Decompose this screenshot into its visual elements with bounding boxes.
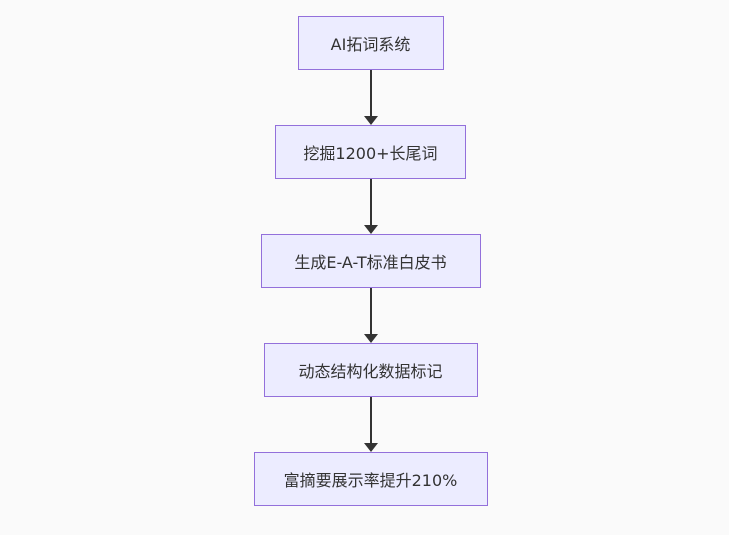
flow-node-label: 挖掘1200+长尾词 (303, 144, 438, 163)
arrow-shaft (369, 397, 372, 443)
arrow-down-connector (363, 397, 378, 452)
arrow-down-connector (363, 179, 378, 234)
arrow-shaft (369, 288, 372, 334)
arrow-down-connector (363, 70, 378, 125)
flow-node-ai-keyword-system: AI拓词系统 (297, 16, 444, 70)
flow-node-structured-data-markup: 动态结构化数据标记 (263, 343, 478, 397)
flow-node-label: 富摘要展示率提升210% (283, 471, 458, 490)
arrow-shaft (369, 179, 372, 225)
flow-node-longtail-mining: 挖掘1200+长尾词 (275, 125, 466, 179)
arrowhead-icon (363, 334, 378, 343)
flow-node-label: 动态结构化数据标记 (298, 362, 443, 381)
flowchart-column: AI拓词系统 挖掘1200+长尾词 生成E-A-T标准白皮书 动态结构化数据标记 (6, 16, 729, 506)
arrow-down-connector (363, 288, 378, 343)
arrow-shaft (369, 70, 372, 116)
flow-node-rich-snippet-rate: 富摘要展示率提升210% (253, 452, 488, 506)
arrowhead-icon (363, 443, 378, 452)
flow-node-label: 生成E-A-T标准白皮书 (294, 253, 447, 272)
flow-node-label: AI拓词系统 (330, 35, 411, 54)
flow-node-eat-whitepaper: 生成E-A-T标准白皮书 (260, 234, 481, 288)
arrowhead-icon (363, 116, 378, 125)
arrowhead-icon (363, 225, 378, 234)
